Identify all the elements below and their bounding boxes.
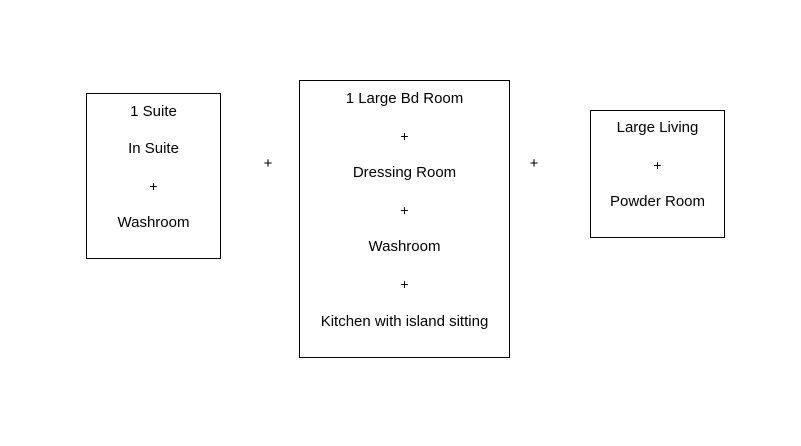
box-living-line-3: Powder Room bbox=[609, 193, 706, 210]
box-bedroom-line-7: Kitchen with island sitting bbox=[320, 313, 489, 330]
box-bedroom-line-3: Dressing Room bbox=[352, 164, 457, 181]
box-suite-line-4: Washroom bbox=[117, 214, 190, 231]
box-living-line-1: Large Living bbox=[616, 119, 699, 136]
box-suite-plus: + bbox=[149, 178, 158, 194]
box-bedroom-plus-1: + bbox=[400, 128, 409, 144]
connector-plus-1: + bbox=[263, 155, 273, 172]
box-suite-line-2: In Suite bbox=[128, 140, 179, 157]
connector-plus-2: + bbox=[529, 155, 539, 172]
box-bedroom-line-5: Washroom bbox=[368, 238, 441, 255]
box-living-plus: + bbox=[653, 157, 662, 173]
box-bedroom-line-1: 1 Large Bd Room bbox=[345, 90, 464, 107]
box-living: Large Living + Powder Room bbox=[590, 110, 725, 238]
box-bedroom-plus-2: + bbox=[400, 202, 409, 218]
box-suite-line-1: 1 Suite bbox=[130, 103, 177, 120]
box-bedroom-plus-3: + bbox=[400, 276, 409, 292]
box-bedroom: 1 Large Bd Room + Dressing Room + Washro… bbox=[299, 80, 510, 358]
box-suite: 1 Suite In Suite + Washroom bbox=[86, 93, 221, 259]
